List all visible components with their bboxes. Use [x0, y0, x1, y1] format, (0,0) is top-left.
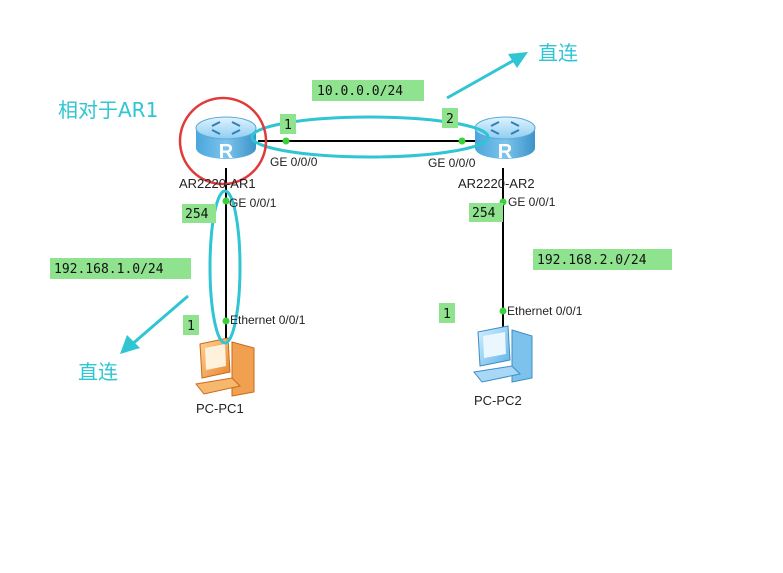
- port-dot-ar1-ge001: [222, 197, 230, 205]
- device-name-pc1: PC-PC1: [196, 401, 244, 416]
- port-ar1-ge001: GE 0/0/1: [229, 196, 277, 210]
- arrow-bottom-icon: [120, 294, 189, 354]
- pc1-icon[interactable]: [195, 337, 255, 397]
- port-pc2-eth: Ethernet 0/0/1: [507, 304, 583, 318]
- port-dot-pc1-eth: [222, 317, 230, 325]
- device-name-ar2: AR2220-AR2: [458, 176, 535, 191]
- port-pc1-eth: Ethernet 0/0/1: [230, 313, 306, 327]
- arrow-top-icon: [446, 52, 528, 100]
- host-id-pc2: 1: [443, 307, 451, 322]
- host-id-ar2-wan: 2: [446, 112, 454, 127]
- router-ar2-icon[interactable]: R: [474, 116, 536, 163]
- network-lan2-label: 192.168.2.0/24: [537, 253, 647, 268]
- lan1-highlight-ellipse: [208, 189, 242, 345]
- annotation-direct-top: 直连: [538, 41, 578, 65]
- ar1-highlight-circle: [178, 96, 268, 186]
- port-dot-pc2-eth: [499, 307, 507, 315]
- port-ar2-ge000: GE 0/0/0: [428, 156, 476, 170]
- svg-text:R: R: [498, 141, 513, 163]
- wan-highlight-ellipse: [250, 115, 490, 159]
- annotation-relative-ar1: 相对于AR1: [58, 98, 158, 122]
- network-wan-label: 10.0.0.0/24: [317, 84, 403, 99]
- host-id-pc1: 1: [187, 319, 195, 334]
- host-id-ar2-lan: 254: [472, 206, 496, 221]
- host-id-ar1-wan: 1: [284, 118, 292, 133]
- network-lan1-label: 192.168.1.0/24: [54, 262, 164, 277]
- device-name-ar1: AR2220-AR1: [179, 176, 256, 191]
- svg-text:R: R: [219, 141, 234, 163]
- annotation-direct-bottom: 直连: [78, 360, 118, 384]
- router-ar1-icon[interactable]: R: [195, 116, 257, 163]
- host-id-ar1-lan: 254: [185, 207, 209, 222]
- pc2-icon[interactable]: [473, 325, 533, 383]
- port-dot-ar1-ge000: [282, 137, 290, 145]
- port-dot-ar2-ge000: [458, 137, 466, 145]
- port-ar1-ge000: GE 0/0/0: [270, 155, 318, 169]
- device-name-pc2: PC-PC2: [474, 393, 522, 408]
- port-ar2-ge001: GE 0/0/1: [508, 195, 556, 209]
